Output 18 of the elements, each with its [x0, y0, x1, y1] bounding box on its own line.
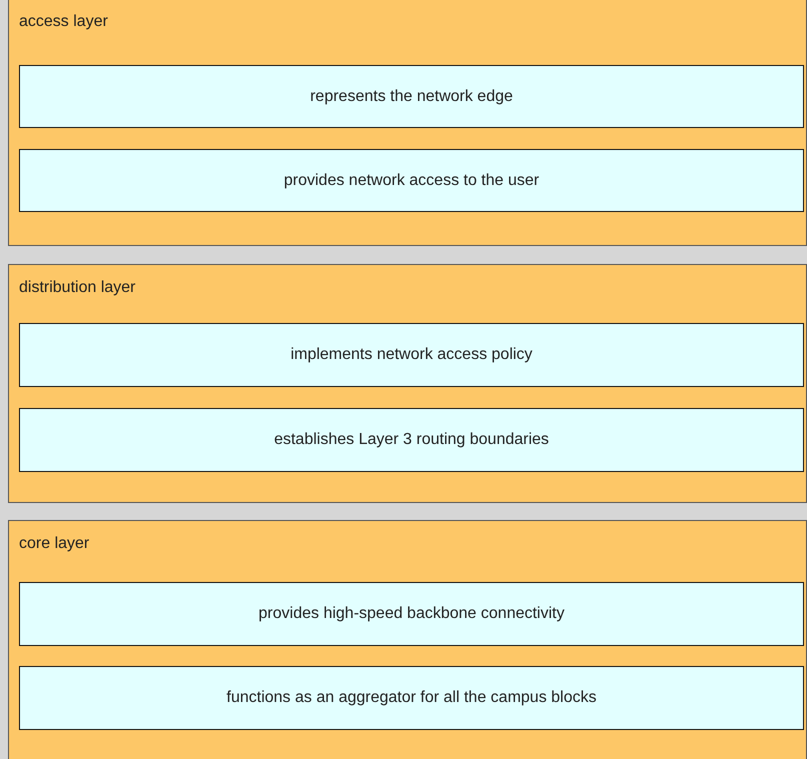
- statement-text: functions as an aggregator for all the campus blocks: [226, 689, 596, 707]
- statement-box: [19, 149, 804, 212]
- layer-panel: [8, 0, 807, 246]
- layer-heading: core layer: [19, 535, 90, 553]
- layer-heading: access layer: [19, 13, 108, 31]
- statement-box: [19, 666, 804, 730]
- statement-box: [19, 408, 804, 472]
- statement-box: [19, 323, 804, 387]
- statement-text: establishes Layer 3 routing boundaries: [274, 431, 549, 449]
- statement-box: [19, 65, 804, 128]
- statement-text: represents the network edge: [310, 88, 513, 106]
- statement-text: implements network access policy: [290, 346, 532, 364]
- layer-panel: [8, 520, 807, 759]
- statement-text: provides network access to the user: [284, 172, 540, 190]
- layer-heading: distribution layer: [19, 279, 136, 297]
- statement-box: [19, 582, 804, 646]
- layer-panel: [8, 264, 807, 503]
- statement-text: provides high-speed backbone connectivity: [258, 605, 564, 623]
